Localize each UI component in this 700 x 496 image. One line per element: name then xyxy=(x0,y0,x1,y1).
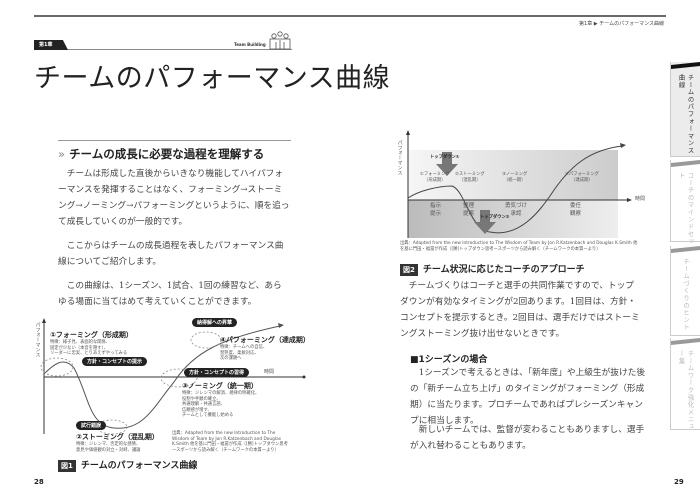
figure2-source: 出典：Adapted from the new Introduction to … xyxy=(400,241,638,252)
approach-4: 委任 観察 xyxy=(570,203,582,217)
figure1-number: 図1 xyxy=(58,460,76,472)
coach-approach-figure xyxy=(406,130,632,238)
fig2-phase-1: ①フォーミング （形成期） xyxy=(420,172,450,183)
page-number-right: 29 xyxy=(674,478,684,486)
fig2-x-axis-label: 時間 xyxy=(635,196,646,202)
phase-performing: ④パフォーミング（達成期） xyxy=(220,336,310,344)
section-heading-text: チームの成長に必要な過程を理解する xyxy=(69,147,265,161)
approach-1: 指示 提示 xyxy=(430,203,442,217)
figure1-caption-text: チームのパフォーマンス曲線 xyxy=(80,461,198,471)
top-rule-left xyxy=(34,15,350,17)
phase-forming: ①フォーミング（形成期） xyxy=(50,331,133,339)
section-heading: » チームの成長に必要な過程を理解する xyxy=(58,146,264,162)
pill-concept-master: 方針・コンセプトの習得 xyxy=(184,368,250,377)
side-tab-bar xyxy=(671,160,700,168)
page-title: チームのパフォーマンス曲線 xyxy=(34,63,391,94)
phase-performing-desc: 特徴：チームへの自信、 習熟度、柔軟対応、 次の課題へ xyxy=(220,345,268,361)
running-head: 第1章 ▶ チームのパフォーマンス曲線 xyxy=(579,21,664,27)
paragraph-3: この曲線は、1シーズン、1試合、1回の練習など、あらゆる場面に当てはめて考えてい… xyxy=(58,281,282,307)
figure2-caption: 図2 チーム状況に応じたコーチのアプローチ xyxy=(400,262,585,276)
phase-norming-desc: 特徴：ジレンマの解消、規律の明確化、 役割や手順の確立、 共通理解・共通言語、 … xyxy=(182,391,260,418)
y-axis-label: パフォーマンス xyxy=(34,322,41,357)
figure1-source: 出典：Adapted from the new Introduction to … xyxy=(172,431,288,453)
team-people-icon xyxy=(269,31,291,50)
chapter-bar xyxy=(34,40,292,50)
pill-trial-error: 試行錯誤 xyxy=(76,421,107,430)
double-chevron-icon: » xyxy=(58,147,66,161)
side-tab-bar xyxy=(671,338,700,346)
pill-concept-present: 方針・コンセプトの提示 xyxy=(82,357,148,366)
team-building-label: Team Building xyxy=(234,42,266,47)
section-divider xyxy=(58,140,291,141)
fig2-phase-2: ②ストーミング （混乱期） xyxy=(455,172,485,183)
side-tab-label: チームづくりのヒント xyxy=(682,258,689,331)
performance-curve-figure xyxy=(40,318,306,435)
paragraph-1: チームは形成した直後からいきなり機能してハイパフォーマンスを発揮することはなく、… xyxy=(58,169,290,227)
chapter-tag: 第1章 xyxy=(34,40,68,50)
side-tab-coach-mindset[interactable]: コーチのマインドセット xyxy=(670,160,700,245)
fig2-y-axis-label: パフォーマンス xyxy=(396,140,403,175)
phase-norming: ③ノーミング（統一期） xyxy=(182,382,258,390)
side-tab-label: チームワーク強化メニュー集 xyxy=(677,350,694,431)
figure2-number: 図2 xyxy=(400,264,418,276)
right-paragraph-2: 1シーズンで考えるときは、「新年度」や上級生が抜けた後の「新チーム立ち上げ」のタ… xyxy=(410,368,646,426)
fig2-phase-3: ③ノーミング （統一期） xyxy=(502,172,528,183)
topdown-label-1: トップダウン① xyxy=(430,155,460,160)
right-paragraph-1: チームづくりはコーチと選手の共同作業ですので、トップダウンが有効なタイミングが2… xyxy=(400,281,640,339)
side-tab-teamwork-menu[interactable]: チームワーク強化メニュー集 xyxy=(670,338,700,430)
paragraph-2: ここからはチームの成長過程を表したパフォーマンス曲線についてご紹介します。 xyxy=(58,241,284,267)
right-paragraph-3: 新しいチームでは、監督が変わることもありますし、選手が入れ替わることもあります。 xyxy=(410,425,645,451)
approach-3: 勇気づけ 承認 xyxy=(505,203,528,217)
phase-storming-desc: 特徴：ジレンマ、否定的な感情、 意見や価値観の対立・対峙、議論 xyxy=(76,442,141,453)
phase-forming-desc: 特徴：様子見、表面的な関係、 固定が少ない（本音を隠す）、 リーダーに忠実、とり… xyxy=(50,340,128,356)
sub-heading: ■1シーズンの場合 xyxy=(410,355,488,365)
pill-deadline: 納得解への昇華 xyxy=(192,318,238,327)
side-tab-bar xyxy=(671,246,700,254)
figure1-caption: 図1 チームのパフォーマンス曲線 xyxy=(58,458,197,472)
top-rule-right xyxy=(350,15,666,17)
figure2-caption-text: チーム状況に応じたコーチのアプローチ xyxy=(422,265,585,275)
side-tab-label: コーチのマインドセット xyxy=(677,172,694,245)
side-tab-teambuilding-hints[interactable]: チームづくりのヒント xyxy=(670,246,700,336)
x-axis-label: 時間 xyxy=(264,369,275,375)
phase-storming: ②ストーミング（混乱期） xyxy=(76,433,159,441)
topdown-label-2: トップダウン② xyxy=(480,215,510,220)
side-tab-label: チームのパフォーマンス曲線 xyxy=(677,74,694,155)
approach-2: 整理 提案 xyxy=(463,203,475,217)
fig2-phase-4: ④パフォーミング （達成期） xyxy=(565,172,599,183)
side-tab-performance-curve[interactable]: チームのパフォーマンス曲線 xyxy=(670,62,700,157)
page-number-left: 28 xyxy=(34,478,44,486)
side-tab-bar xyxy=(671,62,700,70)
